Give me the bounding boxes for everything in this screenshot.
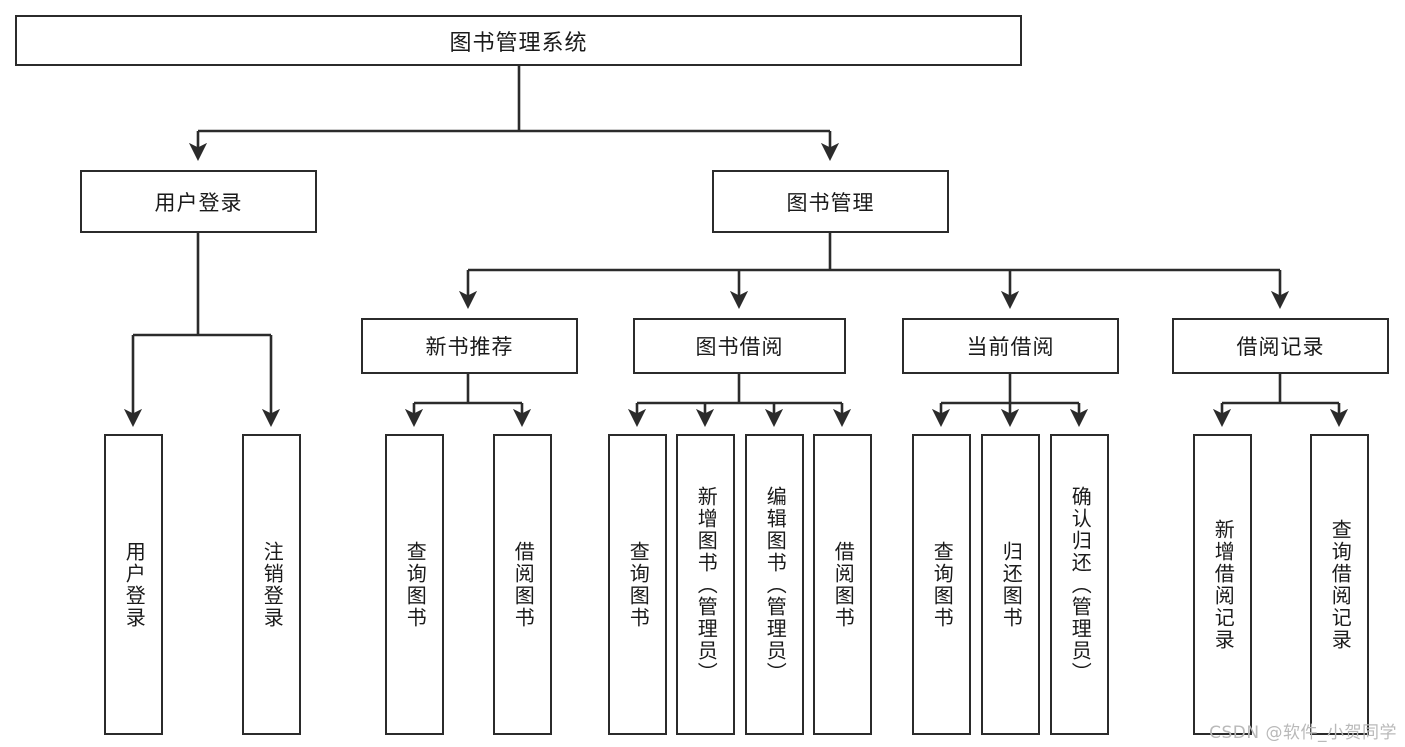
leaf-query-borrow-record-label: 查询借阅记录 (1328, 518, 1353, 651)
leaf-query-book-1-label: 查询图书 (403, 540, 428, 629)
node-book-borrow-label: 图书借阅 (695, 335, 784, 359)
node-borrow-record-label: 借阅记录 (1236, 335, 1325, 359)
node-book-borrow[interactable]: 图书借阅 (633, 318, 846, 374)
node-root-system[interactable]: 图书管理系统 (15, 15, 1022, 66)
leaf-add-book-admin[interactable]: 新增图书（管理员） (676, 434, 735, 735)
node-user-login[interactable]: 用户登录 (80, 170, 317, 233)
leaf-edit-book-admin[interactable]: 编辑图书（管理员） (745, 434, 804, 735)
node-book-manage[interactable]: 图书管理 (712, 170, 949, 233)
leaf-borrow-book-1-label: 借阅图书 (511, 540, 536, 629)
leaf-confirm-return-admin[interactable]: 确认归还（管理员） (1050, 434, 1109, 735)
leaf-add-borrow-record[interactable]: 新增借阅记录 (1193, 434, 1252, 735)
leaf-return-book-label: 归还图书 (999, 540, 1024, 629)
leaf-logout-login-label: 注销登录 (260, 540, 285, 629)
node-current-borrow[interactable]: 当前借阅 (902, 318, 1119, 374)
leaf-query-borrow-record[interactable]: 查询借阅记录 (1310, 434, 1369, 735)
node-new-book-recommend[interactable]: 新书推荐 (361, 318, 578, 374)
leaf-user-login-label: 用户登录 (122, 540, 147, 629)
leaf-query-book-3[interactable]: 查询图书 (912, 434, 971, 735)
node-borrow-record[interactable]: 借阅记录 (1172, 318, 1389, 374)
leaf-borrow-book-2-label: 借阅图书 (831, 540, 856, 629)
leaf-edit-book-admin-label: 编辑图书（管理员） (763, 485, 788, 684)
csdn-watermark: CSDN @软件_小贺同学 (1209, 723, 1397, 743)
leaf-confirm-return-admin-label: 确认归还（管理员） (1068, 485, 1093, 684)
leaf-borrow-book-2[interactable]: 借阅图书 (813, 434, 872, 735)
node-user-login-label: 用户登录 (154, 190, 243, 215)
leaf-borrow-book-1[interactable]: 借阅图书 (493, 434, 552, 735)
leaf-add-borrow-record-label: 新增借阅记录 (1211, 518, 1236, 651)
leaf-query-book-2[interactable]: 查询图书 (608, 434, 667, 735)
node-book-manage-label: 图书管理 (786, 190, 875, 215)
leaf-query-book-2-label: 查询图书 (626, 540, 651, 629)
leaf-user-login[interactable]: 用户登录 (104, 434, 163, 735)
node-new-book-recommend-label: 新书推荐 (425, 335, 514, 359)
leaf-query-book-1[interactable]: 查询图书 (385, 434, 444, 735)
node-root-system-label: 图书管理系统 (449, 30, 588, 56)
leaf-add-book-admin-label: 新增图书（管理员） (694, 485, 719, 684)
node-current-borrow-label: 当前借阅 (966, 335, 1055, 359)
leaf-query-book-3-label: 查询图书 (930, 540, 955, 629)
leaf-return-book[interactable]: 归还图书 (981, 434, 1040, 735)
leaf-logout-login[interactable]: 注销登录 (242, 434, 301, 735)
